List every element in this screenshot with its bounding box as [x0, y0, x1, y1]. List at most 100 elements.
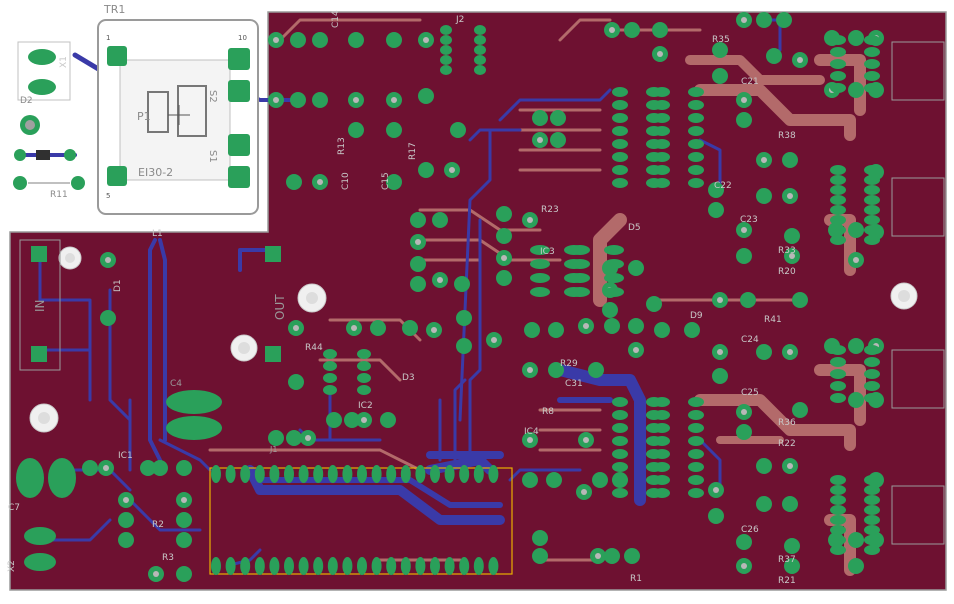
ic-pin — [474, 45, 486, 55]
ic-pin — [864, 235, 880, 245]
label-r17: R17 — [408, 142, 418, 160]
label-d3: D3 — [402, 373, 415, 383]
ic-pin — [864, 495, 880, 505]
pad-drill — [797, 57, 803, 63]
component-pad — [736, 424, 752, 440]
header-pin — [269, 557, 280, 575]
label-d9: D9 — [690, 311, 703, 321]
ic-pin — [357, 373, 371, 383]
component-pad — [756, 188, 772, 204]
component-pad — [140, 460, 156, 476]
header-pin — [269, 465, 280, 483]
ic-pin — [864, 35, 880, 45]
ic-pin — [864, 185, 880, 195]
pad-drill — [181, 497, 187, 503]
ic-pin — [570, 259, 590, 269]
ic-pin — [688, 152, 704, 162]
header-pin — [342, 557, 353, 575]
header-pin — [284, 557, 294, 575]
header-pin — [459, 557, 470, 575]
ic-pin — [864, 195, 880, 205]
pad-drill — [353, 97, 359, 103]
electrolytic-capacitors: C4 — [16, 379, 222, 571]
component-pad — [418, 88, 434, 104]
pad-drill — [437, 277, 443, 283]
component-pad — [756, 344, 772, 360]
pad-drill — [609, 27, 615, 33]
label-r33: R33 — [778, 246, 796, 256]
component-pad — [118, 512, 134, 528]
ic-pin — [654, 139, 670, 149]
component-pad — [684, 322, 700, 338]
label-r8: R8 — [542, 407, 554, 417]
header-pin — [254, 557, 265, 575]
header-pin — [254, 465, 265, 483]
component-pad — [602, 302, 618, 318]
ic-pin — [654, 126, 670, 136]
component-pad — [766, 48, 782, 64]
component-pad — [848, 222, 864, 238]
ic-pin — [864, 47, 880, 57]
ic-pin — [864, 485, 880, 495]
transformer-ref: TR1 — [103, 3, 125, 16]
ic-pin — [440, 25, 452, 35]
ic-pin — [830, 185, 846, 195]
ic-pin — [654, 152, 670, 162]
label-d5: D5 — [628, 223, 641, 233]
component-pad — [712, 42, 728, 58]
header-pin — [430, 465, 440, 483]
pad-drill — [537, 137, 543, 143]
component-pad — [782, 152, 798, 168]
ic-pin — [864, 175, 880, 185]
ic-pin — [323, 385, 337, 395]
component-pad — [288, 374, 304, 390]
ic-pin — [864, 505, 880, 515]
ic-pin — [830, 71, 846, 81]
output-connectors — [891, 41, 945, 545]
component-pad — [386, 32, 402, 48]
component-pad — [496, 206, 512, 222]
header-pin — [386, 557, 397, 575]
component-pad — [176, 566, 192, 582]
component-pad — [592, 472, 608, 488]
label-c26: C26 — [741, 525, 759, 535]
ic-pin — [864, 345, 880, 355]
header-pin — [400, 465, 411, 483]
ic-pin — [612, 462, 628, 472]
pad-drill — [717, 297, 723, 303]
pad-drill — [787, 193, 793, 199]
ic-pin — [688, 423, 704, 433]
silkscreen-labels: IC1 IC2 IC3 IC4 D1 D3 D5 D9 R1 R2 R3 R8 … — [7, 10, 796, 586]
component-pad — [82, 460, 98, 476]
component-pad — [708, 508, 724, 524]
component-pad — [152, 460, 168, 476]
ic-pin — [612, 410, 628, 420]
component-pad — [326, 412, 342, 428]
label-out: OUT — [273, 294, 287, 320]
component-pad — [848, 558, 864, 574]
label-r41: R41 — [764, 315, 782, 325]
component-pad — [848, 82, 864, 98]
pad-drill — [741, 409, 747, 415]
pad-drill — [595, 553, 601, 559]
label-ic3: IC3 — [540, 247, 555, 257]
component-pad — [624, 548, 640, 564]
component-pads — [82, 12, 884, 582]
component-pad — [410, 256, 426, 272]
transformer-pin-1: 1 — [106, 34, 110, 42]
label-r20: R20 — [778, 267, 796, 277]
component-pad — [646, 296, 662, 312]
ic-pin — [830, 225, 846, 235]
ic-pin — [474, 55, 486, 65]
ic-pin — [830, 505, 846, 515]
io-connectors: IN OUT — [19, 239, 287, 371]
pad-drill — [713, 487, 719, 493]
ic-packages — [323, 25, 880, 555]
ic-pin — [864, 545, 880, 555]
component-pad — [588, 362, 604, 378]
pad-drill — [415, 239, 421, 245]
label-c24: C24 — [741, 335, 759, 345]
component-pad — [432, 212, 448, 228]
label-c15: C15 — [381, 172, 391, 190]
header-pin — [211, 465, 221, 483]
